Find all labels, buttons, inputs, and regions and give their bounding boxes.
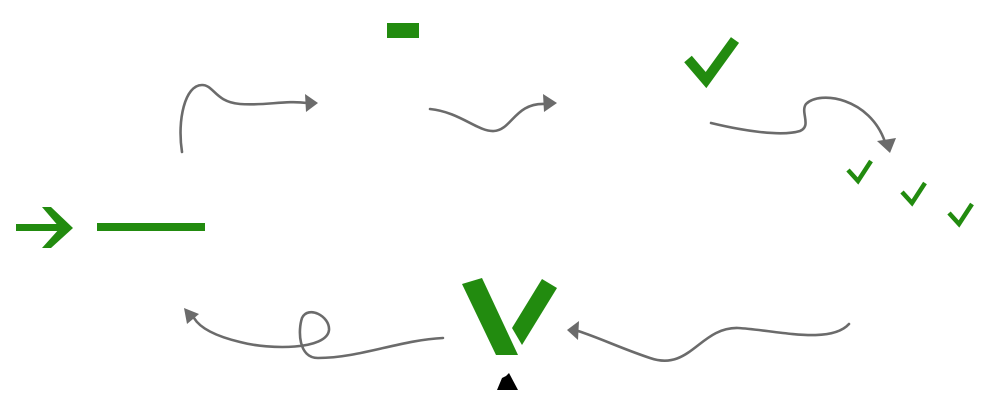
small-checkmark-icon — [900, 181, 927, 207]
v-shape-icon — [462, 278, 557, 355]
long-dash-icon — [97, 223, 205, 231]
short-dash-icon — [387, 23, 419, 38]
connector-arrow — [184, 308, 445, 360]
connector-arrow — [179, 83, 318, 154]
big-checkmark-icon — [684, 37, 740, 89]
triangle-pointer-icon — [497, 373, 518, 390]
start-arrow-icon — [16, 207, 73, 248]
small-checkmark-icon — [846, 159, 873, 185]
connector-arrow — [709, 96, 896, 153]
triple-checkmark-group — [846, 159, 974, 228]
small-checkmark-icon — [947, 202, 974, 228]
connector-arrow — [428, 94, 557, 133]
connector-arrow — [567, 321, 851, 362]
